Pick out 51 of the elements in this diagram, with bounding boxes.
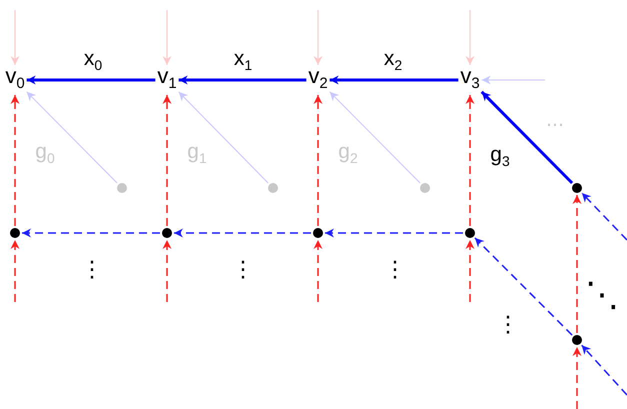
dashed-arrow <box>162 240 172 302</box>
variable-label: v$_{2}$ <box>308 65 328 95</box>
ellipsis: ⋮ <box>384 258 406 282</box>
edge-label: x$_{0}$ <box>84 48 102 75</box>
arrow <box>314 10 322 66</box>
dashed-arrow <box>572 347 582 409</box>
arrow <box>480 90 574 184</box>
dot <box>268 183 278 193</box>
arrow <box>330 76 458 84</box>
arrow <box>162 10 172 66</box>
arrow <box>178 76 306 84</box>
edge-label: x$_{1}$ <box>234 48 252 75</box>
ellipsis: ⋮ <box>81 258 103 282</box>
dot <box>572 183 582 193</box>
edge-label: x$_{2}$ <box>384 48 402 75</box>
dashed-arrow <box>162 95 172 226</box>
ellipsis: ⋮ <box>232 258 254 282</box>
dot <box>465 228 475 238</box>
arrow <box>26 91 118 184</box>
arrow <box>466 10 474 66</box>
variable-label: v$_{3}$ <box>460 65 480 95</box>
dashed-arrow <box>325 228 463 238</box>
dot <box>10 228 20 238</box>
dashed-arrow <box>10 95 20 226</box>
dashed-arrow <box>174 228 311 238</box>
arrow <box>178 91 269 184</box>
variable-label: v$_{0}$ <box>5 65 25 95</box>
dot <box>117 183 127 193</box>
dot <box>162 228 172 238</box>
dashed-arrow <box>581 192 627 241</box>
ellipsis: ⋮ <box>497 312 519 338</box>
arrow <box>329 91 421 184</box>
arrow <box>10 10 20 66</box>
arrow <box>481 76 546 84</box>
dot <box>572 335 582 345</box>
dashed-arrow <box>314 95 322 226</box>
dashed-arrow <box>572 195 582 333</box>
ellipsis: ⋯ <box>546 114 564 136</box>
dot <box>420 183 430 193</box>
dashed-arrow <box>474 237 573 336</box>
dashed-arrow <box>466 240 474 302</box>
dashed-arrow <box>581 344 627 396</box>
dashed-arrow <box>10 240 20 302</box>
dashed-arrow <box>314 240 322 302</box>
dot <box>313 228 323 238</box>
arrow <box>26 76 156 84</box>
variable-label: v$_{1}$ <box>157 65 177 95</box>
ellipsis: ⋱ <box>585 275 619 315</box>
dashed-arrow <box>22 228 160 238</box>
dashed-arrow <box>466 95 474 226</box>
edge-label: g$_{3}$ <box>490 144 510 171</box>
